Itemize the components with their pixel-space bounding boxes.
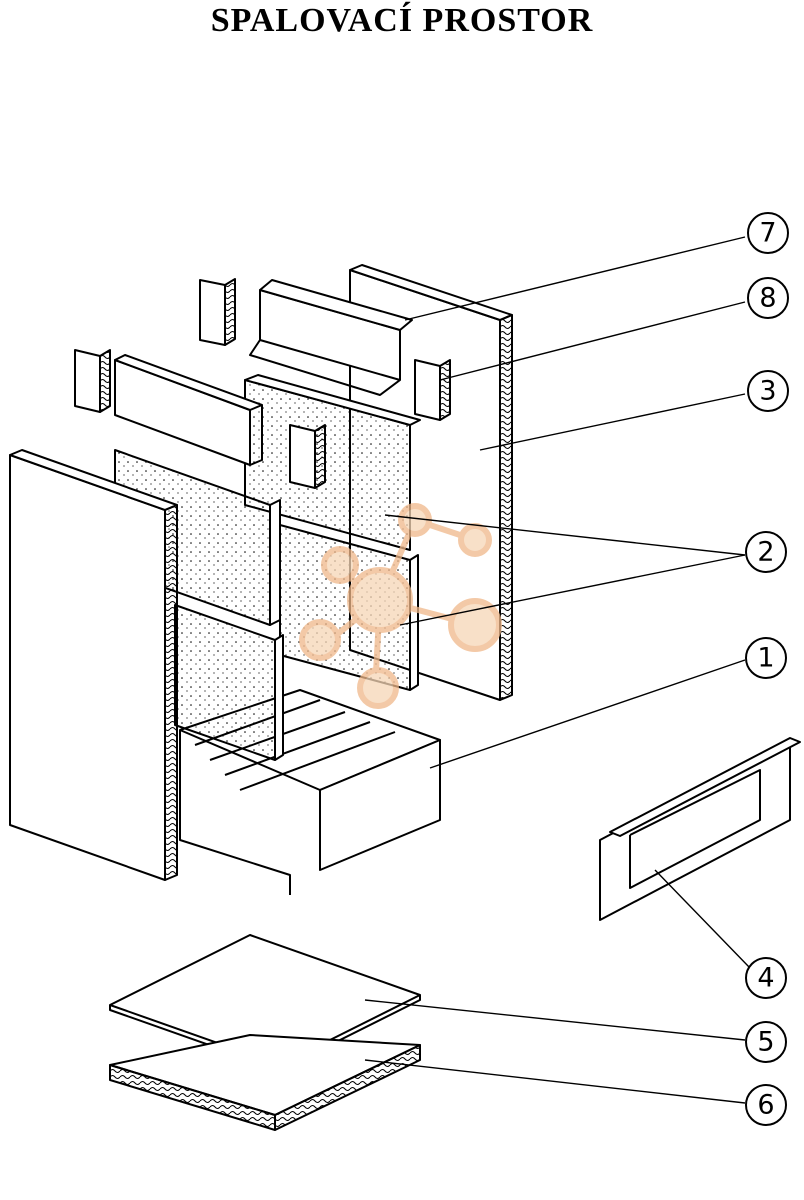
callout-5: 5 (745, 1021, 787, 1063)
door-frame (599, 737, 801, 921)
upper-baffle (249, 279, 413, 396)
callout-6: 6 (745, 1084, 787, 1126)
callout-8: 8 (747, 277, 789, 319)
svg-text:8: 8 (759, 283, 776, 314)
base-plate (109, 1034, 421, 1131)
brick-3 (414, 359, 451, 421)
side-lining-lower (174, 604, 284, 761)
rear-lining-upper (244, 374, 421, 551)
left-side-panel (9, 449, 178, 881)
svg-text:2: 2 (757, 537, 774, 568)
lower-baffle (114, 354, 263, 466)
callouts: 7 8 3 2 1 4 5 6 (745, 212, 789, 1126)
brick-4 (289, 424, 326, 489)
callout-4: 4 (745, 957, 787, 999)
callout-1: 1 (745, 637, 787, 679)
svg-text:1: 1 (757, 643, 774, 674)
leader-lines (364, 236, 751, 1104)
callout-7: 7 (747, 212, 789, 254)
callout-2: 2 (745, 531, 787, 573)
brick-1 (199, 278, 236, 346)
svg-text:4: 4 (757, 963, 774, 994)
page-title: SPALOVACÍ PROSTOR (210, 2, 594, 39)
svg-text:6: 6 (757, 1090, 774, 1121)
svg-text:7: 7 (759, 218, 776, 249)
watermark-logo (299, 503, 502, 709)
svg-text:3: 3 (759, 376, 776, 407)
callout-3: 3 (747, 370, 789, 412)
brick-2 (74, 349, 111, 413)
svg-text:5: 5 (757, 1027, 774, 1058)
